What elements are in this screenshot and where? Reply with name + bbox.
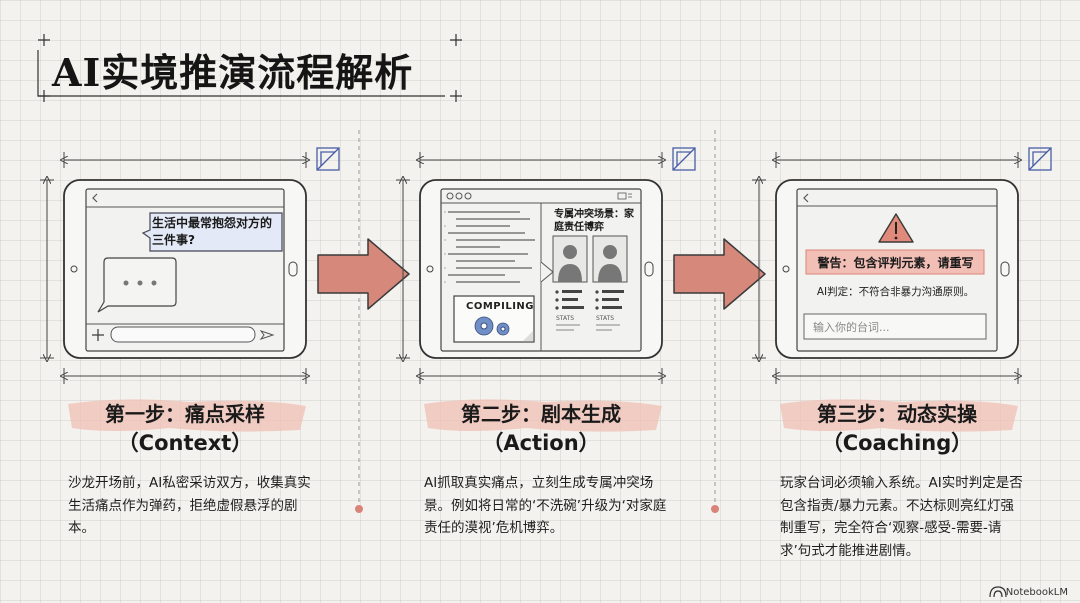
line-input-placeholder[interactable]: 输入你的台词... xyxy=(813,321,890,334)
step3-heading: 第三步：动态实操 xyxy=(817,402,977,426)
tablet-1 xyxy=(63,179,307,359)
divider-dot-1 xyxy=(355,505,363,513)
panel2-dimension-lines xyxy=(396,152,662,384)
title-frame xyxy=(37,34,462,102)
panel3-crop-icon xyxy=(1028,147,1052,171)
step2-title: 第二步：剧本生成 （Action） xyxy=(441,400,641,458)
compiling-label: COMPILING xyxy=(466,301,535,312)
ai-verdict-text: AI判定：不符合非暴力沟通原则。 xyxy=(816,286,975,298)
question-bubble-text: 生活中最常抱怨对方的三件事? xyxy=(152,216,273,247)
scenario-label: 专属冲突场景：家庭责任博弈 xyxy=(554,209,634,233)
notebooklm-logo: NotebookLM xyxy=(1005,587,1068,598)
step1-subtitle: （Context） xyxy=(117,431,253,455)
step3-title: 第三步：动态实操 （Coaching） xyxy=(797,400,997,458)
title-highlights xyxy=(68,399,1018,432)
divider-dot-2 xyxy=(711,505,719,513)
stats-label-right: STATS xyxy=(596,315,615,322)
step3-subtitle: （Coaching） xyxy=(821,431,973,455)
arrow-2 xyxy=(673,238,766,310)
page-title: AI实境推演流程解析 xyxy=(52,50,414,95)
tablet-3 xyxy=(775,179,1019,359)
warning-message: 警告：包含评判元素，请重写 xyxy=(817,256,974,270)
step2-heading: 第二步：剧本生成 xyxy=(461,402,621,426)
arrow-1 xyxy=(317,238,410,310)
step1-description: 沙龙开场前，AI私密采访双方，收集真实生活痛点作为弹药，拒绝虚假悬浮的剧本。 xyxy=(68,475,311,536)
stats-label-left: STATS xyxy=(556,315,575,322)
notebooklm-logo-icon xyxy=(989,586,1007,598)
panel2-crop-icon xyxy=(672,147,696,171)
dividers xyxy=(358,130,716,505)
panel1-crop-icon xyxy=(316,147,340,171)
step2-subtitle: （Action） xyxy=(482,431,600,455)
panel3-dimension-lines xyxy=(752,152,1018,384)
step3-description: 玩家台词必须输入系统。AI实时判定是否包含指责/暴力元素。不达标则亮红灯强制重写… xyxy=(780,475,1023,559)
step2-description: AI抓取真实痛点，立刻生成专属冲突场景。例如将日常的‘不洗碗’升级为‘对家庭责任… xyxy=(424,475,667,536)
tablet-2 xyxy=(419,179,663,359)
step1-heading: 第一步：痛点采样 xyxy=(105,402,265,426)
step1-title: 第一步：痛点采样 （Context） xyxy=(85,400,285,458)
panel1-dimension-lines xyxy=(40,152,306,384)
